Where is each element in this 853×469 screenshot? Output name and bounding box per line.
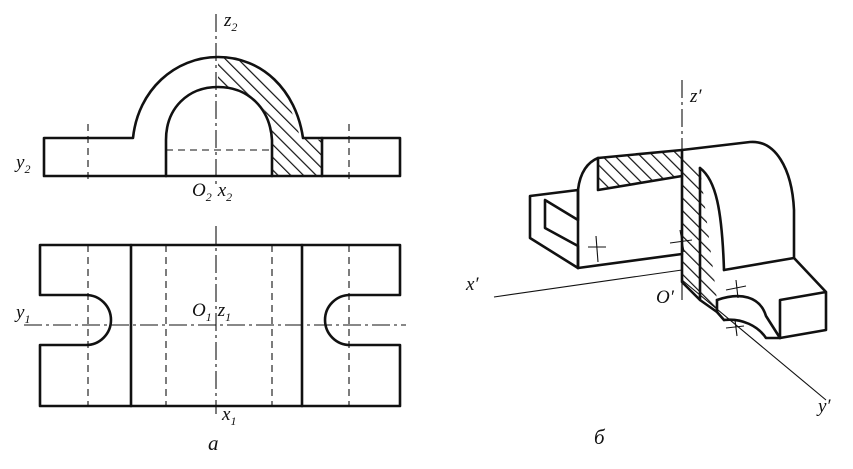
top-x-label: x1	[221, 404, 236, 428]
front-outer-profile	[42, 55, 402, 178]
iso-origin-label: O′	[656, 287, 675, 308]
iso-x-label: x′	[465, 274, 479, 295]
front-section-hatch	[218, 57, 322, 176]
isometric-view: z′ x′ y′ O′ б	[465, 80, 831, 449]
iso-z-label: z′	[689, 86, 702, 107]
iso-inner-arch-face	[698, 166, 726, 272]
iso-right-flange	[722, 256, 828, 340]
front-inner-arch	[164, 85, 274, 178]
iso-axis-x	[493, 269, 683, 298]
top-outline	[38, 243, 402, 408]
front-y-label: y2	[14, 152, 30, 176]
iso-right-arch	[680, 140, 796, 260]
iso-left-flange	[528, 188, 580, 270]
iso-edge	[596, 148, 684, 160]
top-y-label: y1	[14, 302, 30, 326]
front-z-label: z2	[223, 10, 237, 34]
iso-right-notch	[715, 294, 782, 340]
iso-edge	[576, 252, 684, 270]
iso-construction-marks	[588, 229, 747, 337]
iso-top-cut-hatch	[598, 150, 682, 190]
caption-a: а	[208, 431, 219, 455]
iso-edge	[715, 310, 726, 322]
iso-y-label: y′	[816, 396, 831, 417]
caption-b: б	[594, 425, 606, 449]
